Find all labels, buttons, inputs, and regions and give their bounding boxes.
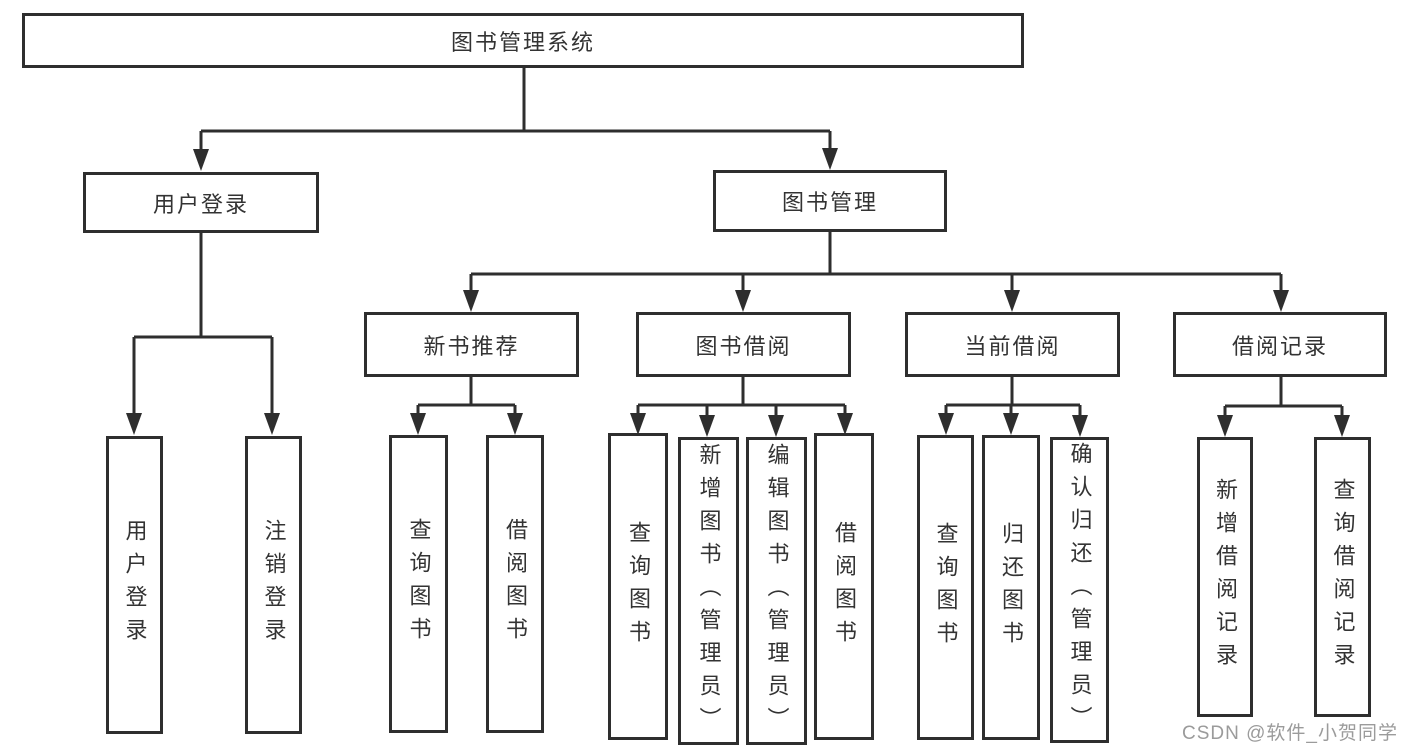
node-current-borrowing: 当前借阅 [905,312,1120,377]
leaf-borrow-borrow-books: 借阅图书 [814,433,874,740]
leaf-newbook-query-books: 查询图书 [389,435,448,733]
node-root: 图书管理系统 [22,13,1024,68]
leaf-borrow-edit-book-admin: 编辑图书（管理员） [746,437,807,745]
node-book-borrowing: 图书借阅 [636,312,851,377]
leaf-user-login: 用户登录 [106,436,163,734]
leaf-borrow-add-book-admin: 新增图书（管理员） [678,437,739,745]
leaf-current-return-books: 归还图书 [982,435,1040,740]
leaf-current-confirm-return-admin: 确认归还（管理员） [1050,437,1109,743]
csdn-watermark: CSDN @软件_小贺同学 [1182,723,1398,744]
leaf-records-add-record: 新增借阅记录 [1197,437,1253,717]
leaf-newbook-borrow-books: 借阅图书 [486,435,544,733]
arrowheads [126,148,1350,437]
leaf-records-query-record: 查询借阅记录 [1314,437,1371,717]
connector-lines [132,68,1344,417]
node-new-book-recommend: 新书推荐 [364,312,579,377]
leaf-borrow-query-books: 查询图书 [608,433,668,740]
node-book-management: 图书管理 [713,170,947,232]
leaf-logout: 注销登录 [245,436,302,734]
node-user-login: 用户登录 [83,172,319,233]
node-borrowing-records: 借阅记录 [1173,312,1387,377]
leaf-current-query-books: 查询图书 [917,435,974,740]
